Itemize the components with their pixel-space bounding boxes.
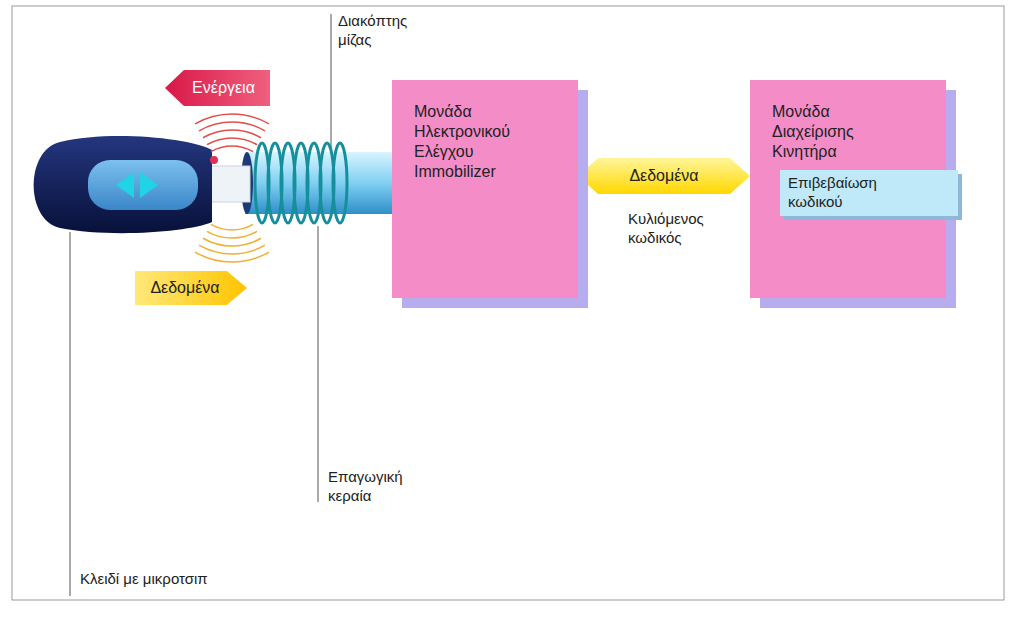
edge-label: Δεδομένα	[629, 166, 698, 186]
data-connector	[578, 158, 750, 194]
node-text: Ενέργεια	[192, 78, 255, 98]
frame	[12, 6, 1004, 600]
key-dot	[210, 156, 218, 164]
part-label: Κλειδί με μικροτσιπ	[80, 570, 208, 589]
node-text: Επιβεβαίωση κωδικού	[788, 174, 908, 212]
key-symbol	[140, 172, 158, 198]
node-text: Μονάδα Ηλεκτρονικού Ελέγχου Immobilizer	[414, 102, 544, 182]
key-blade	[208, 166, 250, 202]
signal-waves	[195, 114, 269, 262]
data-wave	[195, 252, 269, 262]
engine-unit-box: Μονάδα Διαχείρισης ΚινητήραΕπιβεβαίωση κ…	[750, 80, 946, 298]
energy-wave	[211, 146, 253, 152]
data-arrow: Δεδομένα	[135, 271, 247, 305]
data-wave	[207, 231, 257, 238]
part-label: Επαγωγική κεραία	[328, 468, 428, 506]
data-wave	[203, 238, 261, 246]
data-wave	[211, 224, 253, 230]
energy-wave	[203, 130, 261, 138]
key-chip-panel	[88, 160, 198, 210]
key-symbol	[116, 172, 134, 198]
energy-arrow: Ενέργεια	[165, 70, 270, 106]
code-check-box: Επιβεβαίωση κωδικού	[780, 170, 958, 216]
part-label: Διακόπτης μίζας	[338, 12, 434, 50]
energy-wave	[199, 122, 265, 131]
leader-line	[318, 226, 319, 502]
induction-coil	[255, 143, 347, 223]
energy-wave	[195, 114, 269, 124]
signal-label: Κυλιόμενος κωδικός	[628, 210, 738, 248]
coil-winding	[333, 143, 347, 223]
node-text: Μονάδα Διαχείρισης Κινητήρα	[772, 102, 902, 162]
leader-line	[331, 14, 332, 152]
data-wave	[199, 245, 265, 254]
control-unit-box: Μονάδα Ηλεκτρονικού Ελέγχου Immobilizer	[392, 80, 578, 298]
key-head	[34, 136, 212, 233]
energy-wave	[207, 138, 257, 145]
leader-line	[70, 232, 71, 596]
energy-arrow-fill	[165, 70, 270, 106]
node-text: Δεδομένα	[150, 278, 219, 298]
data-arrow-fill	[135, 271, 247, 305]
